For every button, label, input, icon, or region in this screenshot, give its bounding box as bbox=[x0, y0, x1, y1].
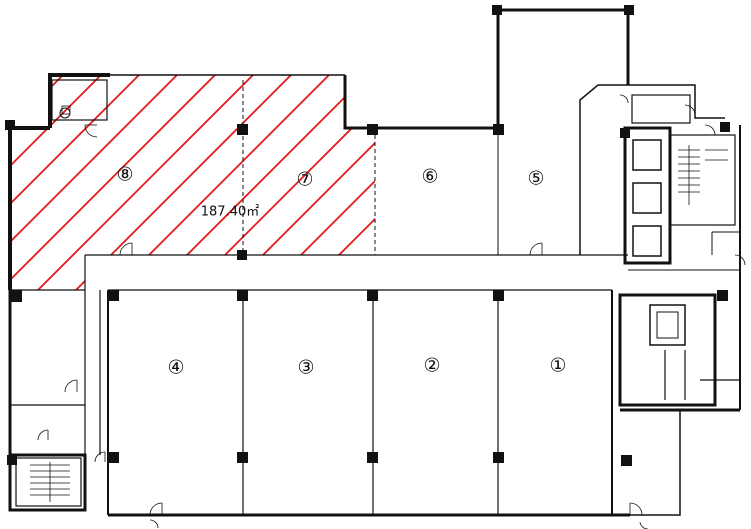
unit-label-6: ⑥ bbox=[421, 166, 438, 188]
hatch-line bbox=[598, 40, 751, 300]
unit-label-1: ① bbox=[549, 355, 566, 377]
door-swings bbox=[37, 94, 746, 529]
hatch-line bbox=[331, 75, 375, 290]
hatch-line bbox=[484, 40, 744, 300]
hatch-line bbox=[446, 40, 706, 300]
structural-columns bbox=[5, 5, 730, 466]
unit-label-2: ② bbox=[423, 355, 440, 377]
unit-partitions bbox=[10, 80, 499, 515]
east-core bbox=[618, 94, 740, 407]
unit-labels: ⑧ ⑦ ⑥ ⑤ ④ ③ ② ① 187.40㎡ bbox=[116, 164, 566, 379]
hatch-line bbox=[10, 75, 175, 290]
hatch-line bbox=[141, 75, 375, 290]
hatch-line bbox=[369, 75, 375, 290]
hatch-line bbox=[10, 75, 251, 290]
hatch-line bbox=[255, 75, 375, 290]
hatch-line bbox=[27, 75, 289, 290]
west-stair-core bbox=[15, 79, 108, 507]
hatch-line bbox=[10, 75, 213, 290]
unit-label-4: ④ bbox=[167, 357, 184, 379]
hatch-line bbox=[10, 75, 137, 290]
outer-walls bbox=[8, 8, 741, 517]
unit-label-5: ⑤ bbox=[527, 168, 544, 190]
hatch-line bbox=[103, 75, 365, 290]
area-label: 187.40㎡ bbox=[201, 205, 260, 220]
unit-label-8: ⑧ bbox=[116, 164, 133, 186]
unit-label-3: ③ bbox=[297, 357, 314, 379]
hatch-line bbox=[217, 75, 375, 290]
unit-label-7: ⑦ bbox=[296, 169, 313, 191]
hatch-line bbox=[65, 75, 327, 290]
hatch-line bbox=[10, 75, 99, 290]
